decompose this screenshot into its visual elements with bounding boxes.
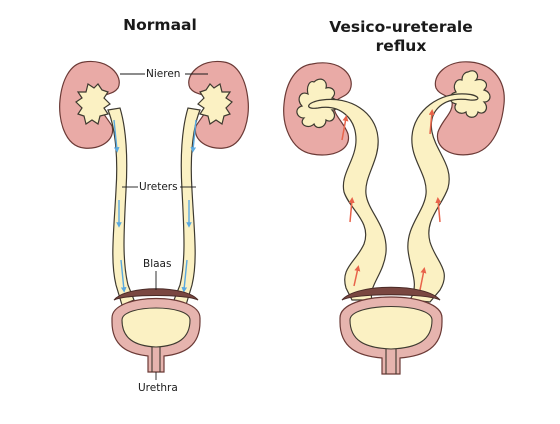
arrow-down-icon	[181, 259, 188, 293]
arrow-up-icon	[348, 197, 355, 223]
title-normal: Normaal	[123, 16, 197, 34]
arrow-down-icon	[120, 259, 127, 293]
arrow-up-icon	[341, 115, 349, 141]
normal-bladder-inner	[121, 307, 191, 348]
title-reflux-line2: reflux	[375, 37, 427, 55]
normal-flow-arrows	[113, 119, 197, 293]
reflux-urinary-system	[283, 61, 505, 375]
arrow-up-icon	[419, 267, 427, 291]
reflux-flow-arrows	[341, 109, 442, 291]
label-ureters: Ureters	[139, 181, 178, 193]
label-bladder: Blaas	[143, 258, 172, 270]
label-kidneys: Nieren	[146, 68, 181, 80]
label-urethra: Urethra	[138, 382, 178, 394]
normal-urethra	[151, 347, 161, 372]
reflux-bladder-inner	[349, 306, 433, 350]
reflux-bladder-top	[341, 286, 441, 301]
reflux-right-ureter	[407, 93, 479, 303]
normal-urinary-system	[59, 60, 249, 380]
left-ureter	[107, 107, 135, 306]
right-ureter	[173, 107, 201, 306]
arrow-down-icon	[113, 119, 120, 153]
arrow-up-icon	[428, 109, 435, 135]
arrow-up-icon	[353, 265, 361, 287]
reflux-urethra	[385, 349, 397, 374]
title-reflux-line1: Vesico-ureterale	[329, 18, 473, 36]
right-kidney-pelvis	[197, 83, 233, 125]
reflux-left-ureter	[308, 98, 387, 301]
normal-bladder-top	[113, 288, 199, 301]
left-kidney-pelvis	[75, 83, 111, 125]
arrow-down-icon	[190, 119, 197, 153]
arrow-up-icon	[435, 197, 442, 223]
